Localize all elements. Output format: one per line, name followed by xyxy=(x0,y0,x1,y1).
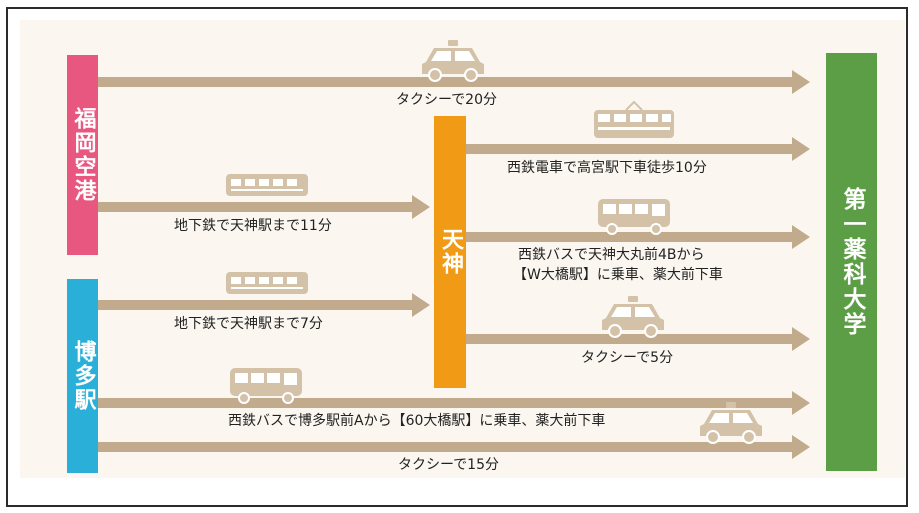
node-airport: 福岡空港 xyxy=(67,55,98,255)
route-airport-taxi-label: タクシーで20分 xyxy=(396,92,497,108)
arrow-hakata-bus-to-university xyxy=(98,391,810,415)
arrow-tenjin-bus-to-university xyxy=(466,225,810,249)
node-tenjin: 天神 xyxy=(434,116,466,388)
route-airport-subway-label: 地下鉄で天神駅まで11分 xyxy=(174,218,332,234)
node-tenjin-label: 天神 xyxy=(438,228,463,276)
taxi-icon xyxy=(602,296,664,338)
node-university: 第一薬科大学 xyxy=(826,53,877,471)
route-tenjin-taxi-label: タクシーで5分 xyxy=(581,350,674,366)
route-hakata-bus-label: 西鉄バスで博多駅前Aから【60大橋駅】に乗車、薬大前下車 xyxy=(228,413,606,429)
arrow-airport-to-tenjin xyxy=(98,195,430,219)
node-hakata-label: 博多駅 xyxy=(70,340,96,412)
arrow-hakata-taxi-to-university xyxy=(98,435,810,459)
subway-train-icon xyxy=(226,272,308,294)
bus-icon xyxy=(230,368,302,404)
bus-icon xyxy=(598,199,670,235)
route-tenjin-train-label: 西鉄電車で高宮駅下車徒歩10分 xyxy=(507,160,707,176)
taxi-icon xyxy=(700,402,762,444)
tram-icon xyxy=(594,100,674,138)
arrow-hakata-to-tenjin xyxy=(98,293,430,317)
taxi-icon xyxy=(422,40,484,82)
route-hakata-taxi-label: タクシーで15分 xyxy=(398,457,499,473)
subway-train-icon xyxy=(226,174,308,196)
arrow-airport-to-university xyxy=(98,70,810,94)
arrow-tenjin-train-to-university xyxy=(466,137,810,161)
node-hakata: 博多駅 xyxy=(67,279,98,473)
route-tenjin-bus-label-line2: 【W大橋駅】に乗車、薬大前下車 xyxy=(513,267,723,283)
node-university-label: 第一薬科大学 xyxy=(839,187,865,337)
route-tenjin-bus-label-line1: 西鉄バスで天神大丸前4Bから xyxy=(518,247,705,263)
arrow-tenjin-taxi-to-university xyxy=(466,327,810,351)
route-hakata-subway-label: 地下鉄で天神駅まで7分 xyxy=(174,316,323,332)
node-airport-label: 福岡空港 xyxy=(70,107,96,203)
